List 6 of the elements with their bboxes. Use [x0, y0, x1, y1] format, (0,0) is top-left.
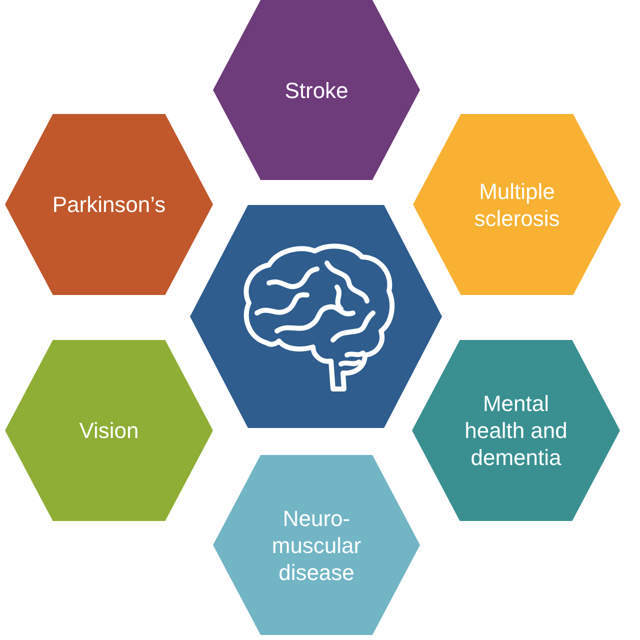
topic-label: Neuro- muscular disease	[270, 504, 362, 586]
topic-label: Stroke	[284, 76, 348, 104]
topic-label: Parkinson’s	[52, 191, 166, 218]
topic-label: Vision	[79, 417, 139, 444]
topic-label: Mental health and dementia	[464, 390, 568, 471]
topic-label: Multiple sclerosis	[473, 178, 561, 232]
